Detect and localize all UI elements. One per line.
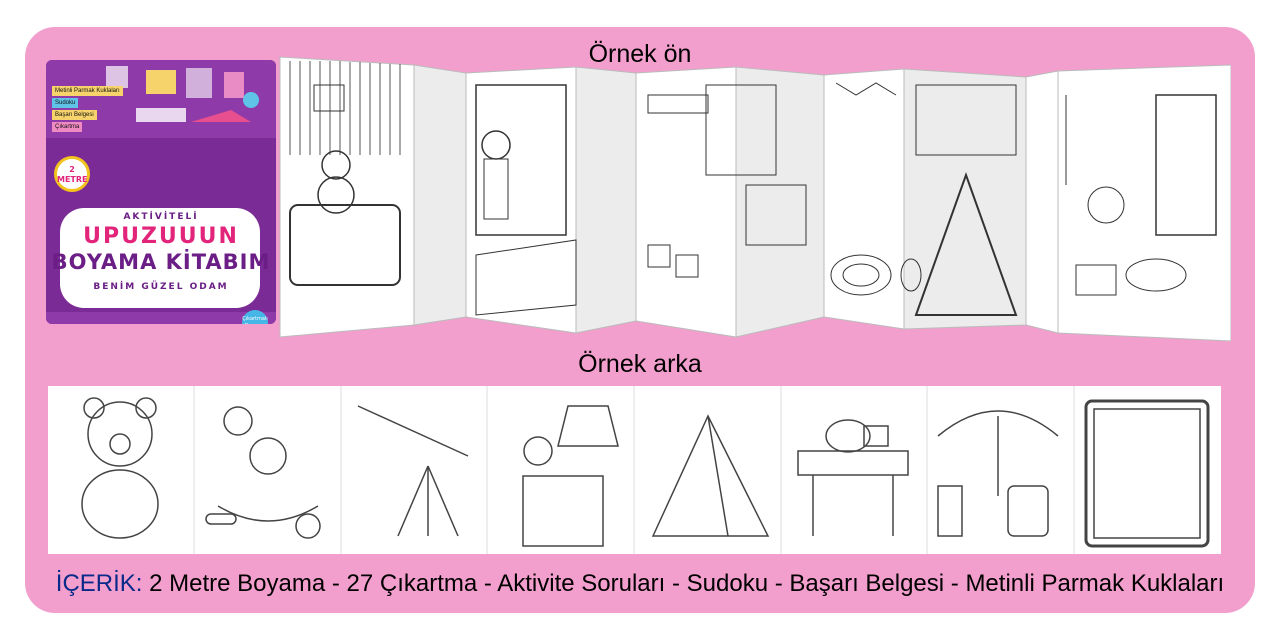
back-coloring-strip (48, 386, 1221, 554)
cover-title-box (60, 208, 260, 308)
two-meter-badge: 2 METRE (54, 156, 90, 192)
cover-tag: Başarı Belgesi (52, 110, 97, 120)
cover-illustration-bottom (46, 312, 276, 324)
cover-tag: Sudoku (52, 98, 79, 108)
cover-tag: Çıkartma (52, 122, 83, 132)
cover-title-main: UPUZUUUN (83, 224, 239, 249)
room-illustration-icon (106, 66, 259, 122)
cover-title-second: BOYAMA KİTABIM (51, 250, 271, 274)
front-sample-heading: Örnek ön (588, 40, 692, 68)
cover-subtitle: BENİM GÜZEL ODAM (93, 282, 229, 292)
back-coloring-pages-icon (81, 386, 1210, 554)
contents-footer: İÇERİK: 2 Metre Boyama - 27 Çıkartma - A… (0, 570, 1280, 598)
sticker-badge: Çıkartmalı Boyama (242, 310, 268, 324)
room-coloring-pages-icon (279, 56, 1231, 342)
contents-text: 2 Metre Boyama - 27 Çıkartma - Aktivite … (142, 570, 1225, 597)
cover-illustration-top (46, 60, 276, 138)
cover-title-small: AKTİVİTELİ (123, 212, 199, 222)
contents-label: İÇERİK: (55, 570, 143, 597)
book-cover: Metinli Parmak Kuklaları Sudoku Başarı B… (46, 60, 276, 324)
back-sample-heading: Örnek arka (578, 350, 702, 378)
cover-tag: Metinli Parmak Kuklaları (52, 86, 123, 96)
